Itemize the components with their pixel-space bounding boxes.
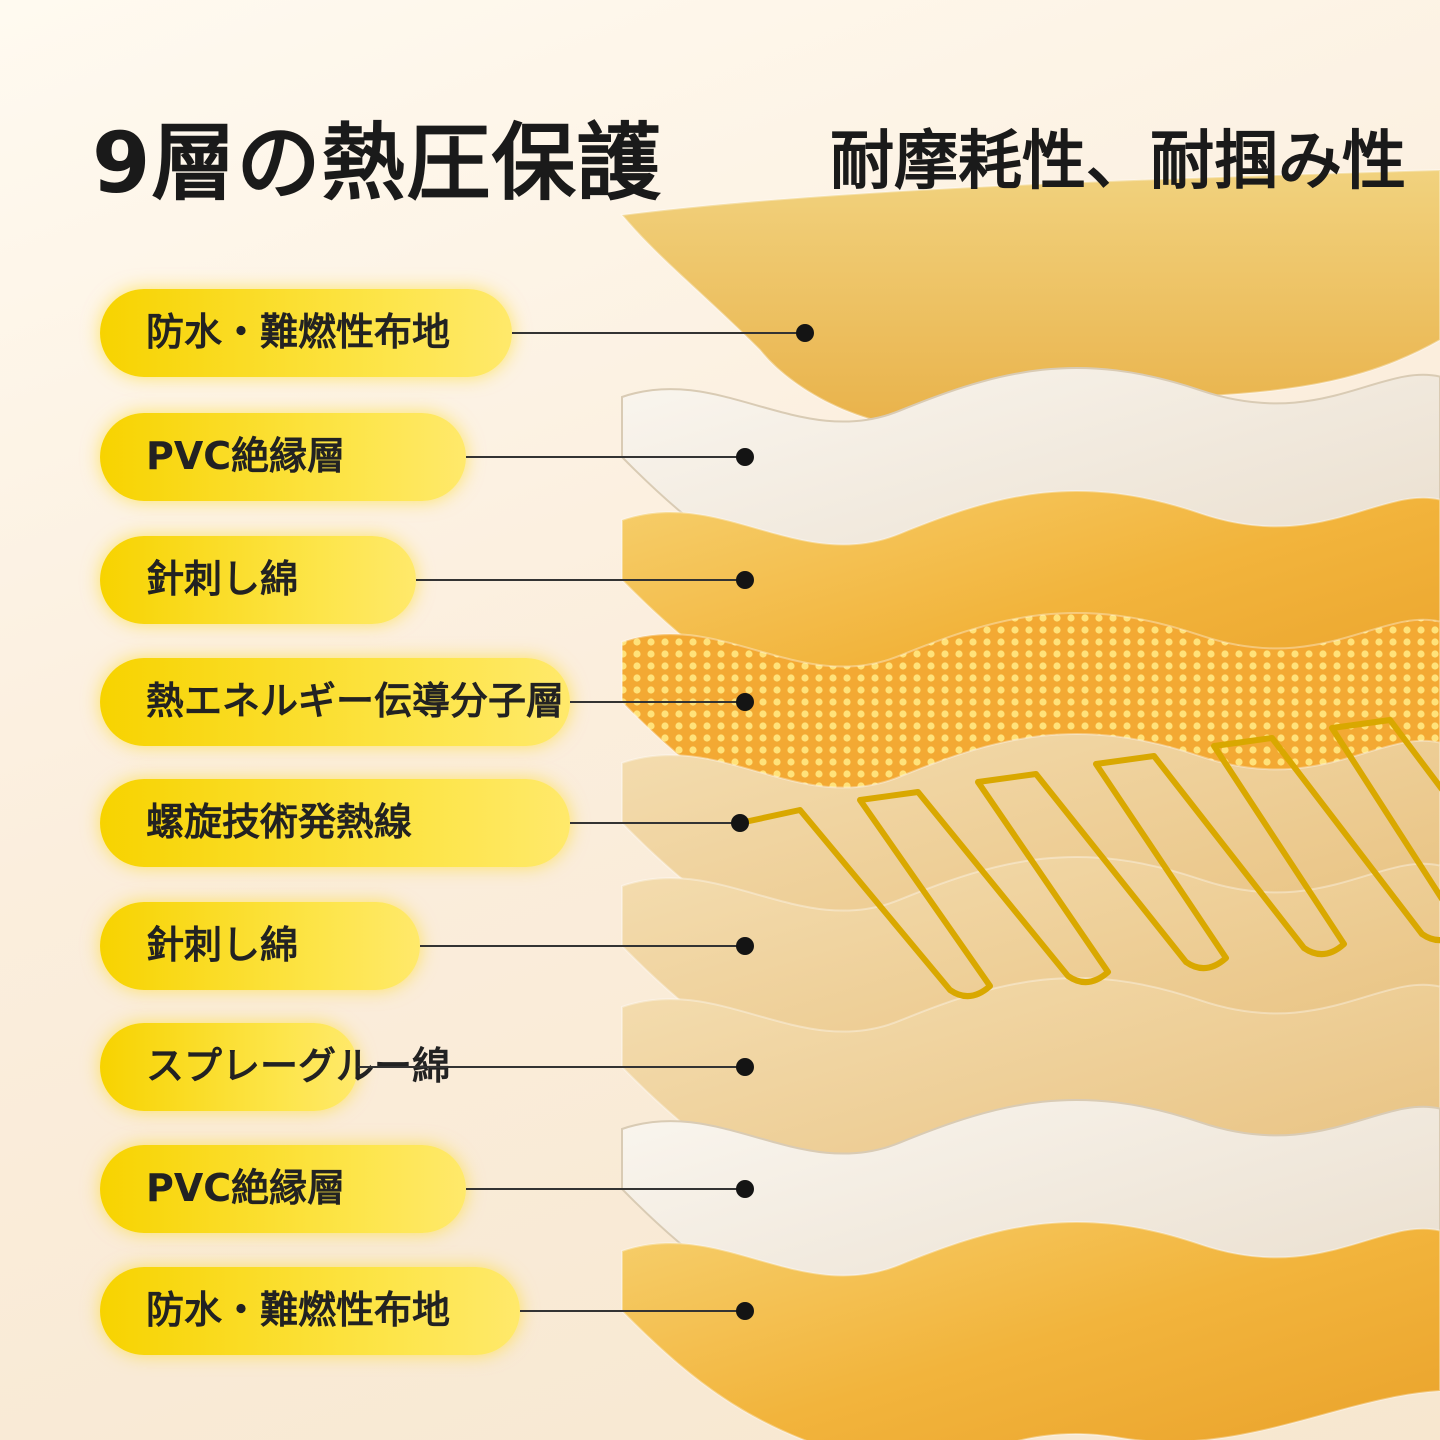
layer-label-pill — [100, 413, 466, 501]
layer-label: PVC絶縁層 — [146, 1166, 346, 1210]
leader-line — [520, 1310, 745, 1312]
layer-label-pill — [100, 536, 416, 624]
leader-line — [466, 1188, 745, 1190]
layer-marker-dot — [796, 324, 814, 342]
layer-marker-dot — [736, 693, 754, 711]
layer-label: PVC絶縁層 — [146, 434, 346, 478]
leader-line — [420, 945, 745, 947]
layer-sheet — [621, 1220, 1440, 1440]
layer-label: 螺旋技術発熱線 — [146, 800, 413, 844]
leader-line — [512, 332, 805, 334]
layer-label-pill — [100, 1023, 358, 1111]
layer-label: 針刺し綿 — [146, 923, 299, 967]
leader-line — [570, 701, 745, 703]
layer-label: 防水・難燃性布地 — [146, 1288, 451, 1332]
layer-label: 針刺し綿 — [146, 557, 299, 601]
layer-marker-dot — [736, 1180, 754, 1198]
layer-marker-dot — [736, 571, 754, 589]
layer-label: 熱エネルギー伝導分子層 — [146, 679, 565, 723]
layer-marker-dot — [736, 1058, 754, 1076]
leader-line — [466, 456, 745, 458]
page-subtitle: 耐摩耗性、耐掴み性 — [830, 125, 1406, 199]
layer-label-pill — [100, 1145, 466, 1233]
layer-marker-dot — [731, 814, 749, 832]
leader-line — [570, 822, 740, 824]
leader-line — [416, 579, 745, 581]
layer-label-pill — [100, 902, 420, 990]
layer-label-pill — [100, 658, 570, 746]
leader-line — [358, 1066, 745, 1068]
layer-label-pill — [100, 1267, 520, 1355]
layer-marker-dot — [736, 1302, 754, 1320]
page-title: 9層の熱圧保護 — [92, 114, 662, 212]
layer-marker-dot — [736, 448, 754, 466]
heating-wire — [739, 717, 1440, 999]
layer-marker-dot — [736, 937, 754, 955]
layer-label-pill — [100, 289, 512, 377]
layer-label: 防水・難燃性布地 — [146, 310, 451, 354]
layer-label-pill — [100, 779, 570, 867]
